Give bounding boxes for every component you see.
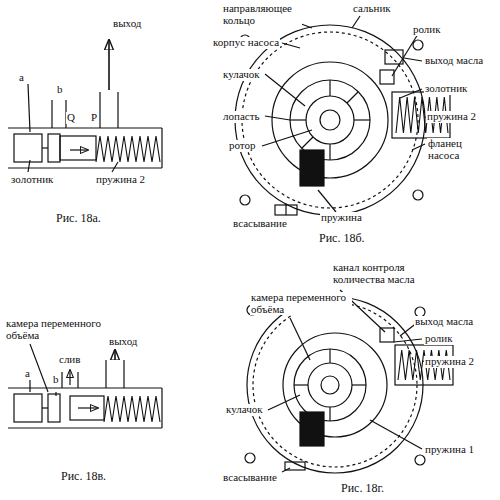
figure-caption: Рис. 18в. [60, 470, 107, 483]
part-label: выход [112, 18, 142, 30]
part-label: слив [58, 354, 81, 366]
part-label: пружина 2 [95, 174, 146, 186]
part-label: всасывание [222, 472, 278, 484]
spool-valve-c [8, 344, 162, 428]
part-label: сальник [352, 3, 392, 15]
part-label: пружина 2 [426, 111, 477, 123]
part-label: золотник [424, 83, 468, 95]
part-label: ролик [412, 24, 442, 36]
spring-coils [96, 97, 450, 422]
part-label: выход масла [414, 316, 474, 328]
force-symbol: Q [66, 112, 76, 124]
part-label: лопасть [222, 111, 260, 123]
part-label: корпус насоса [212, 37, 280, 49]
part-label: камера переменного объёма [250, 292, 352, 315]
part-label: пружина 2 [424, 356, 475, 368]
part-label: выход [108, 336, 138, 348]
spool-valve-a [8, 40, 162, 172]
port-letter: b [56, 84, 64, 96]
port-letter: a [24, 368, 31, 380]
figure-caption: Рис. 18б. [318, 232, 366, 245]
part-label: пружина [320, 212, 363, 224]
spring-coil [104, 396, 160, 422]
spring-coil [96, 136, 160, 162]
force-symbol: P [90, 112, 98, 124]
figure-caption: Рис. 18а. [55, 212, 102, 225]
figure-caption: Рис. 18г. [340, 482, 385, 495]
part-label: золотник [10, 174, 54, 186]
part-label: ролик [424, 333, 454, 345]
part-label: ротор [228, 140, 257, 152]
part-label: всасывание [232, 218, 288, 230]
port-letter: b [52, 374, 60, 386]
part-label: кулачок [222, 69, 261, 81]
part-label: пружина 1 [424, 444, 475, 456]
part-label: фланец насоса [427, 138, 479, 161]
part-label: кулачок [225, 404, 264, 416]
part-label: канал контроля количества масла [332, 262, 454, 285]
part-label: направляющее кольцо [222, 3, 302, 26]
port-letter: a [18, 72, 25, 84]
part-label: выход масла [424, 55, 484, 67]
